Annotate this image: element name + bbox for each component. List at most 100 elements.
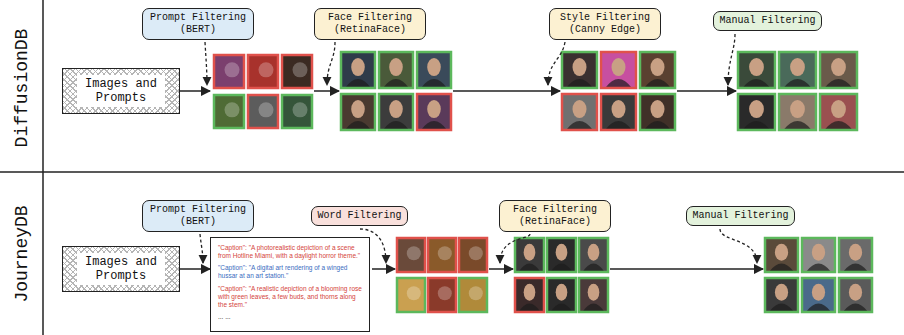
stage-pill: Manual Filtering <box>713 11 822 31</box>
image-ground <box>459 238 487 272</box>
figure-face <box>351 58 365 76</box>
image-ground <box>428 238 456 272</box>
stage-label: Prompt Filtering (BERT) <box>148 12 248 36</box>
image-ground <box>802 278 835 312</box>
dashed-pointer <box>720 229 757 263</box>
image-ground <box>379 94 413 130</box>
figure-face <box>612 58 626 76</box>
filter-border <box>562 52 597 88</box>
figure-shoulders <box>518 304 540 313</box>
filter-border <box>459 278 487 312</box>
image-ground <box>417 94 451 130</box>
figure-face <box>790 58 805 76</box>
filter-border <box>379 94 413 130</box>
figure-face <box>749 58 764 76</box>
filter-border <box>417 94 451 130</box>
image-ground <box>738 94 775 130</box>
image-ground <box>515 238 544 272</box>
figure-face <box>427 58 441 76</box>
image-ground <box>640 94 675 130</box>
filter-border <box>547 278 576 312</box>
thumbnail-image <box>428 238 456 272</box>
image-ground <box>839 278 872 312</box>
filter-border <box>515 278 544 312</box>
image-ground <box>214 55 244 88</box>
thumbnail-image <box>341 52 375 88</box>
stage-pill: Manual Filtering <box>686 206 795 226</box>
thumbnail-image <box>214 95 244 128</box>
filter-border <box>214 95 244 128</box>
thumbnail-image <box>515 278 544 312</box>
image-ground <box>214 95 244 128</box>
filter-border <box>820 94 857 130</box>
thumbnail-image <box>562 52 597 88</box>
filter-border <box>640 94 675 130</box>
image-ground <box>341 94 375 130</box>
stage-label: Word Filtering <box>317 210 402 222</box>
dashed-pointer <box>327 42 335 85</box>
flow-arrow <box>314 90 339 92</box>
thumbnail-image <box>379 52 413 88</box>
scene-detail <box>407 286 421 300</box>
figure-shoulders <box>644 121 671 130</box>
image-ground <box>397 238 425 272</box>
thumbnail-image <box>820 52 857 88</box>
image-ground <box>820 52 857 88</box>
figure-face <box>831 100 846 118</box>
image-ground <box>820 94 857 130</box>
scene-detail <box>225 102 240 117</box>
thumbnail-image <box>428 278 456 312</box>
scene-detail <box>293 102 308 117</box>
stage-pill: Style Filtering (Canny Edge) <box>549 8 661 40</box>
figure-face <box>749 100 764 118</box>
scene-detail <box>469 246 483 260</box>
stage-label: Manual Filtering <box>719 15 816 27</box>
caption-text: ... ... <box>218 313 362 321</box>
thumbnail-image <box>248 55 278 88</box>
filter-border <box>765 278 798 312</box>
stage-label: Face Filtering (RetinaFace) <box>320 12 420 36</box>
figure-shoulders <box>605 79 632 88</box>
image-ground <box>562 52 597 88</box>
figure-shoulders <box>843 264 868 273</box>
filter-border <box>397 238 425 272</box>
filter-border <box>515 238 544 272</box>
thumbnail-image <box>417 52 451 88</box>
filter-border <box>839 278 872 312</box>
connectors <box>180 269 210 270</box>
filter-border <box>779 52 816 88</box>
filter-border <box>248 95 278 128</box>
scene-detail <box>293 62 308 77</box>
image-ground <box>601 52 636 88</box>
figure-face <box>524 284 536 301</box>
image-ground <box>397 278 425 312</box>
figure-face <box>389 58 403 76</box>
flow-arrow <box>180 90 210 92</box>
figure-shoulders <box>824 121 852 130</box>
thumbnail-image <box>579 238 608 272</box>
scene-detail <box>438 246 452 260</box>
caption-text: "Caption": "A photorealistic depiction o… <box>218 244 362 260</box>
image-ground <box>562 94 597 130</box>
filter-border <box>765 238 798 272</box>
figure-shoulders <box>345 121 371 130</box>
figure-shoulders <box>843 304 868 313</box>
figure-shoulders <box>566 121 593 130</box>
thumbnail-image <box>379 94 413 130</box>
thumbnail-image <box>839 278 872 312</box>
thumbnail-image <box>282 55 312 88</box>
caption-box: "Caption": "A photorealistic depiction o… <box>210 237 370 332</box>
image-ground <box>579 238 608 272</box>
filter-border <box>779 94 816 130</box>
filter-border <box>379 52 413 88</box>
dashed-pointer <box>500 234 530 263</box>
input-label: Images and Prompts <box>77 75 165 108</box>
thumbnail-image <box>779 52 816 88</box>
figure-face <box>524 244 536 261</box>
thumbnail-image <box>738 94 775 130</box>
thumbnail-image <box>738 52 775 88</box>
figure-shoulders <box>550 264 572 273</box>
image-ground <box>282 55 312 88</box>
thumbnail-image <box>579 278 608 312</box>
